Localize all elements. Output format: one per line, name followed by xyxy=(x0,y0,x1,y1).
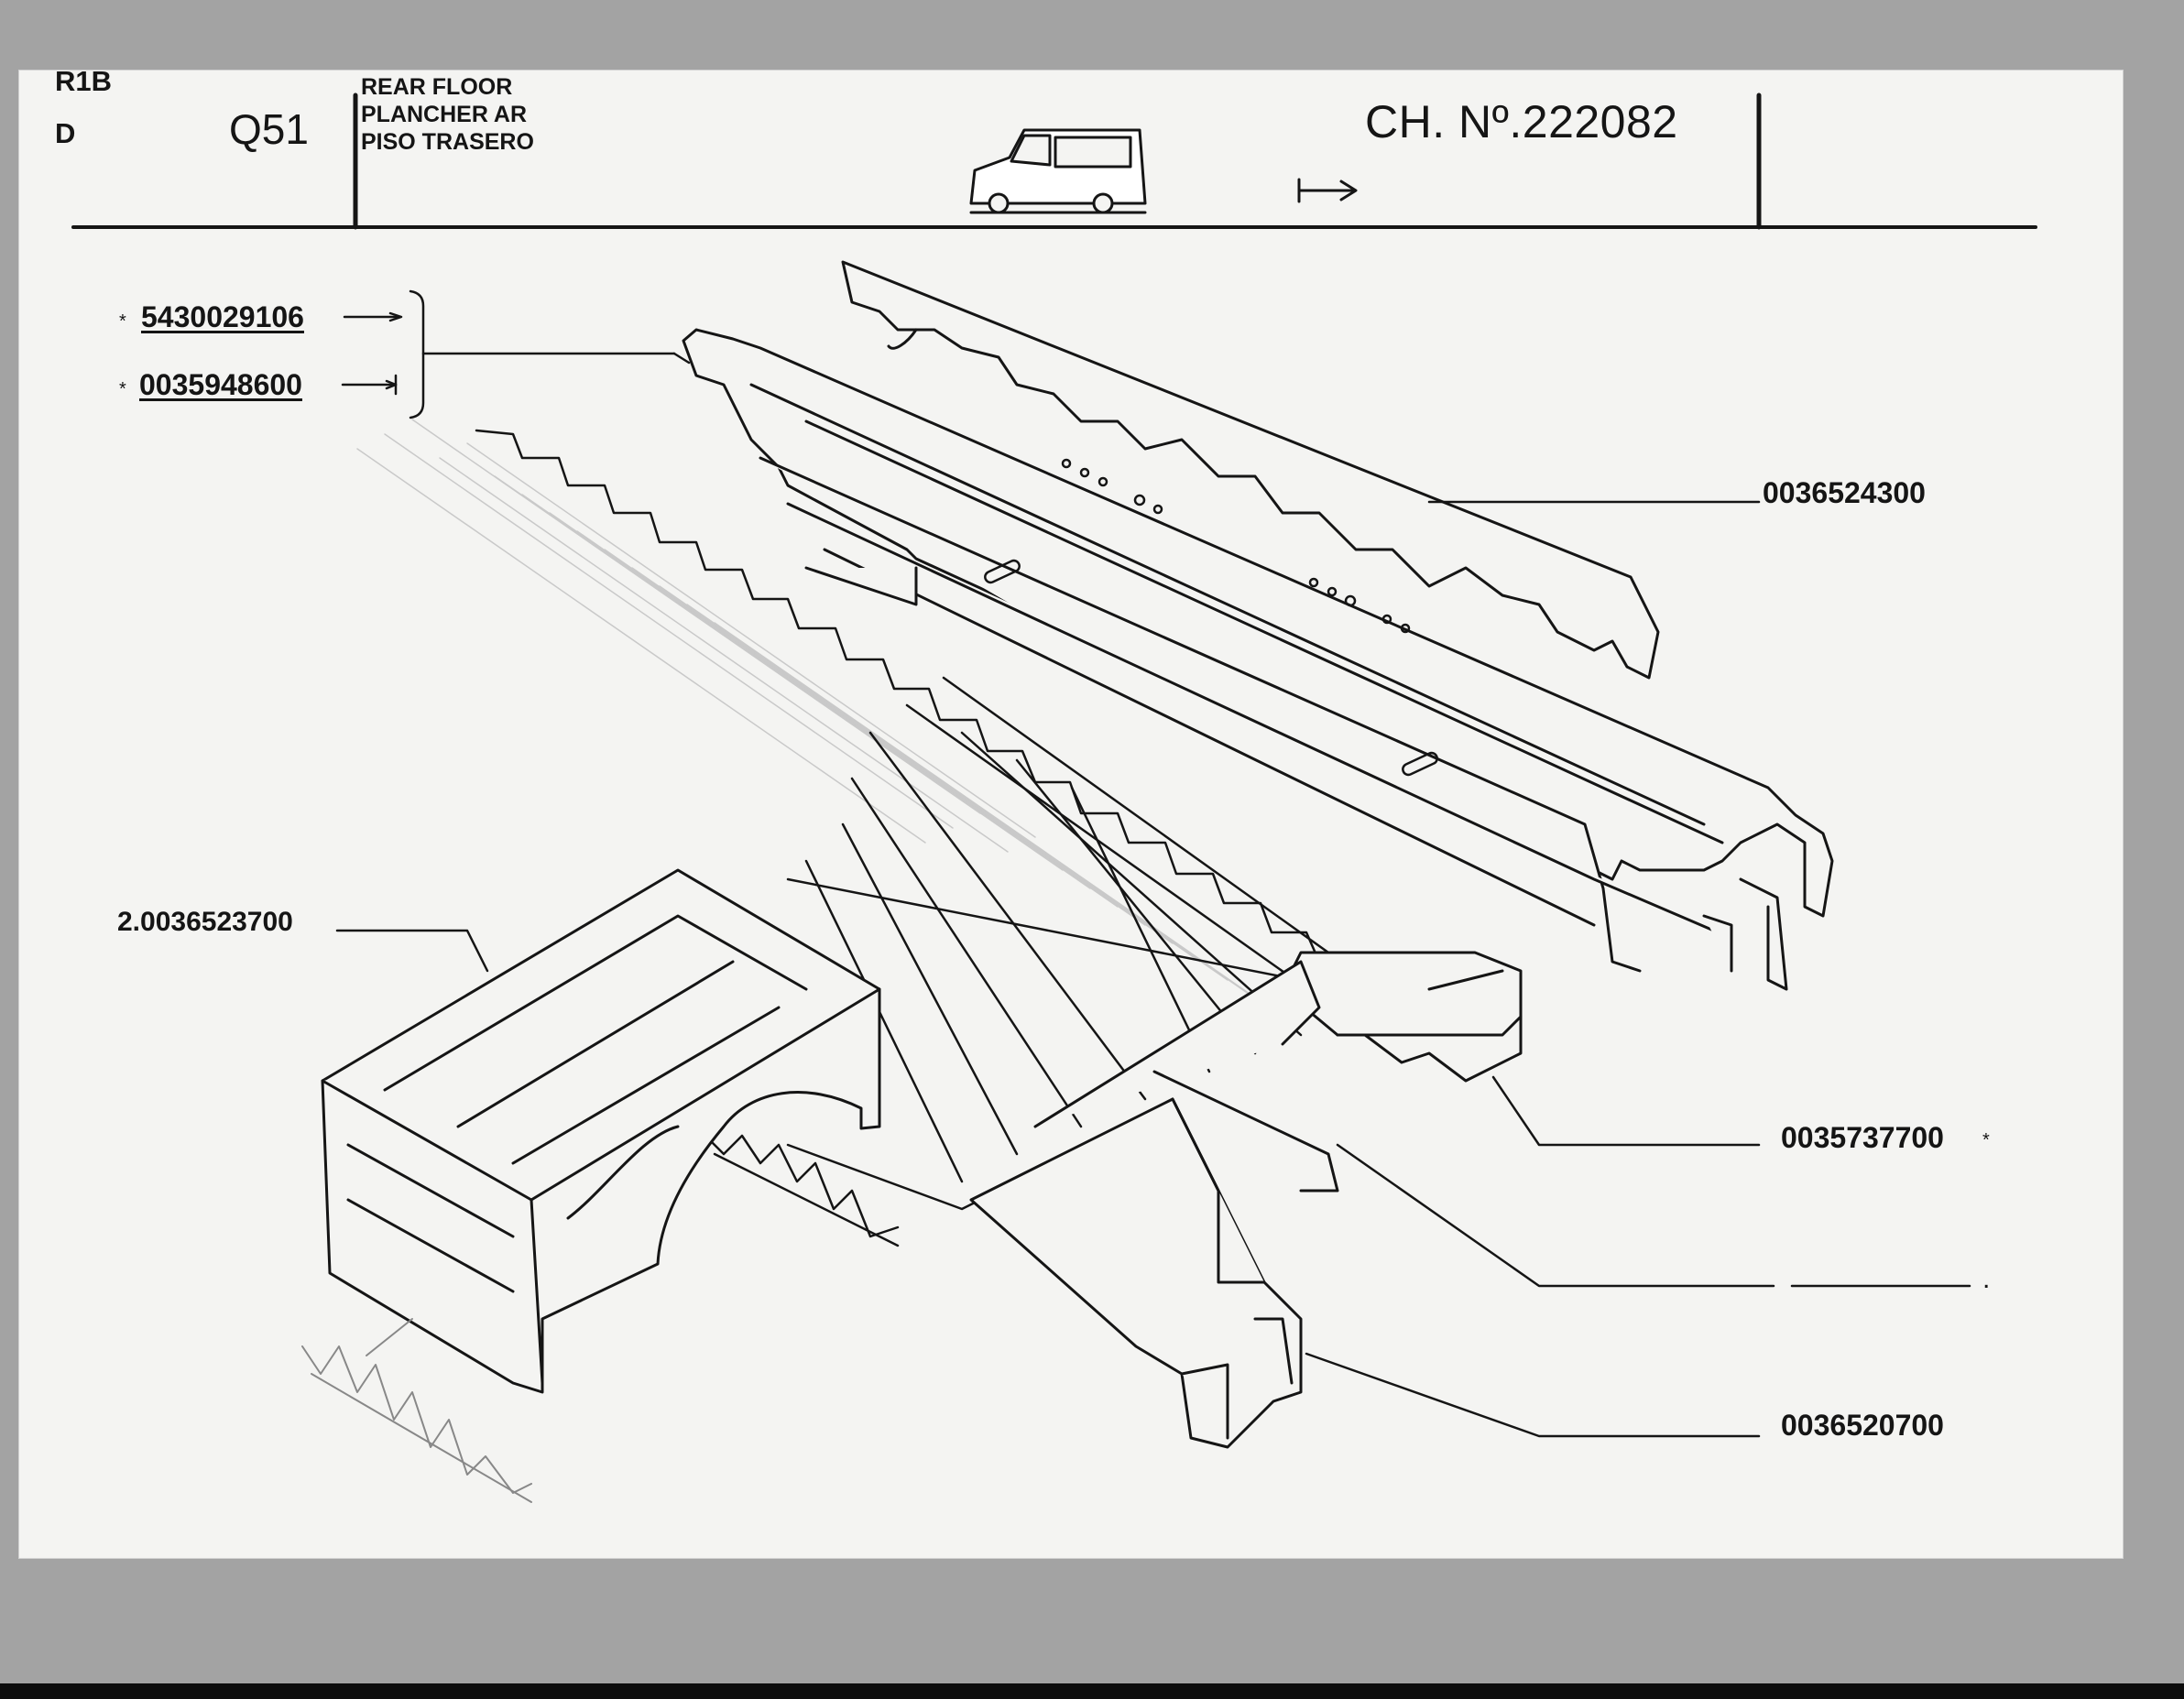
part-ref-5430029106[interactable]: 5430029106 xyxy=(141,300,304,333)
page-number: Q51 xyxy=(229,105,309,153)
rear-floor-panel xyxy=(682,328,1834,991)
part-ref-0035948600[interactable]: 0035948600 xyxy=(139,368,302,401)
variant-code: D xyxy=(55,117,76,149)
leader-unnumbered xyxy=(1336,1143,1775,1288)
chassis-number: CH. Nº.222082 xyxy=(1365,96,1678,147)
van-icon xyxy=(969,128,1147,214)
part-floor-rail[interactable]: 0035737700 xyxy=(1781,1121,1944,1154)
leader-wheel-arch xyxy=(335,929,489,973)
title-english: REAR FLOOR xyxy=(361,74,513,100)
section-title: REAR FLOOR PLANCHER AR PISO TRASERO xyxy=(361,73,534,156)
ref-1-star: * xyxy=(119,311,126,332)
part-wheel-arch[interactable]: 2.0036523700 xyxy=(117,907,293,937)
rear-crossmember xyxy=(841,260,1660,680)
title-french: PLANCHER AR xyxy=(361,102,528,127)
chassis-arrow-icon xyxy=(1297,178,1358,203)
part-rear-crossbar[interactable]: 0036524300 xyxy=(1763,476,1926,509)
unnumbered-part-dot: . xyxy=(1982,1264,1991,1294)
crossmember-slots xyxy=(984,458,1438,777)
floor-ghost-ribs xyxy=(356,419,1283,1018)
floor-rail xyxy=(1281,951,1523,1083)
side-beam xyxy=(969,960,1339,1449)
wheel-arch xyxy=(321,868,881,1394)
title-spanish: PISO TRASERO xyxy=(361,129,534,155)
leader-lines xyxy=(335,500,1971,1438)
model-code: R1B xyxy=(55,65,113,97)
ref-2-star: * xyxy=(119,379,126,399)
floor-front-edge xyxy=(704,1134,900,1247)
leader-floor-rail xyxy=(1491,1075,1761,1147)
part-side-beam[interactable]: 0036520700 xyxy=(1781,1409,1944,1442)
leader-side-beam xyxy=(1305,1352,1761,1438)
floor-rear-zigzag xyxy=(301,1318,532,1503)
scan-bottom-band xyxy=(0,1683,2184,1699)
reference-brace xyxy=(341,289,691,419)
floor-rail-star: * xyxy=(1982,1130,1990,1150)
